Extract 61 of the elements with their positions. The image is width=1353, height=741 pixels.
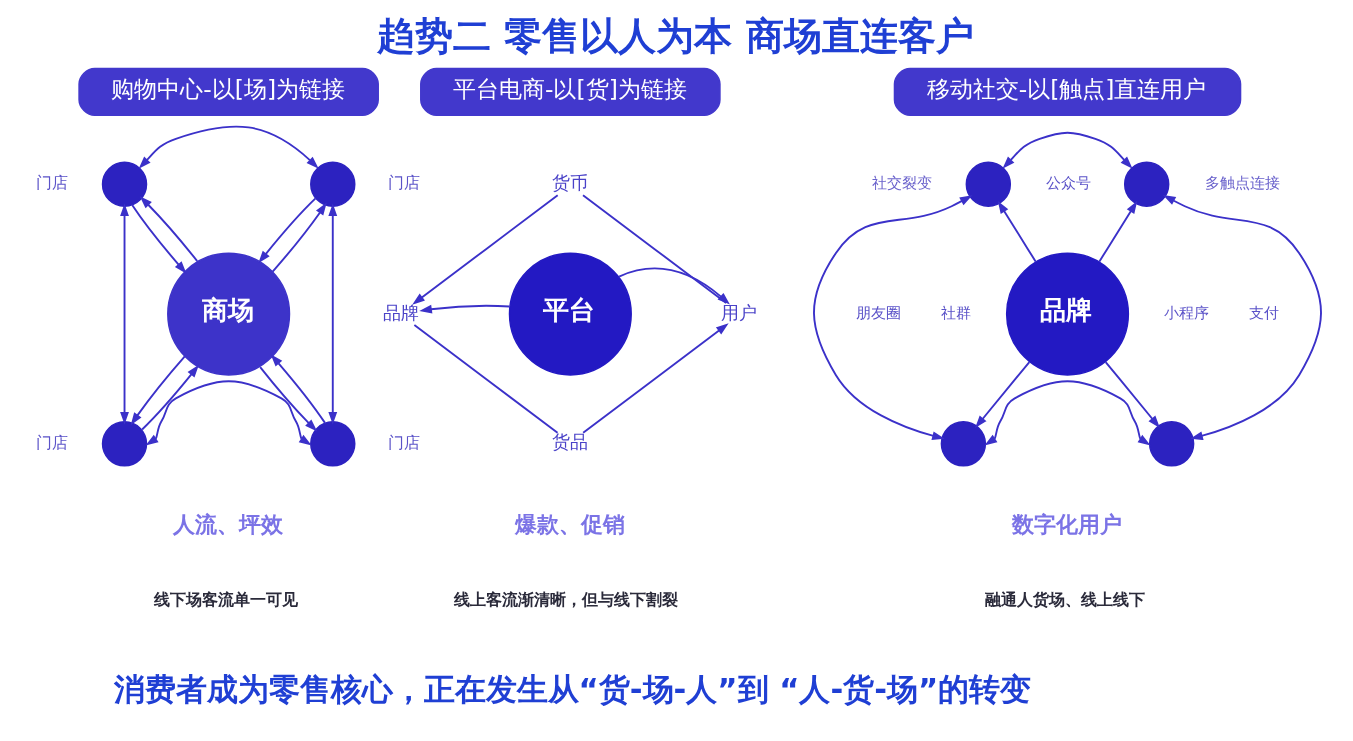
node-circle — [101, 161, 147, 207]
label: 公众号 — [1045, 173, 1091, 191]
label: 爆款、促销 — [514, 511, 625, 537]
arrow — [1097, 200, 1137, 263]
arrow — [411, 194, 559, 305]
node-circle — [965, 161, 1011, 207]
arrow — [140, 364, 199, 431]
node-circle: 平台 — [508, 252, 632, 376]
node-box: 购物中心-以[场]为链接 — [77, 67, 379, 117]
node-text: 货币 — [551, 172, 588, 193]
label: 线上客流渐清晰，但与线下割裂 — [454, 589, 678, 609]
label: 社群 — [940, 303, 971, 321]
node-circle — [1148, 421, 1194, 467]
label: 人流、坪效 — [172, 511, 283, 537]
arrow — [271, 202, 327, 273]
arrow — [119, 203, 129, 425]
label: 小程序 — [1163, 303, 1209, 321]
arrow — [257, 197, 316, 264]
arrow — [270, 354, 326, 424]
label: 融通人货场、线上线下 — [984, 589, 1145, 609]
node-circle — [940, 421, 986, 467]
arrow — [581, 323, 729, 434]
arrow — [983, 380, 1151, 446]
arrow — [258, 366, 317, 432]
arrow — [145, 380, 312, 446]
label: 社交裂变 — [871, 173, 932, 191]
node-label: 门店 — [387, 173, 420, 193]
label: 朋友圈 — [855, 303, 901, 321]
node-label: 门店 — [35, 432, 68, 452]
node-circle — [309, 421, 355, 467]
node-box: 平台电商-以[货]为链接 — [419, 67, 721, 117]
node-text: 货品 — [551, 432, 588, 453]
arrow — [418, 304, 510, 314]
connector — [412, 324, 558, 434]
label: 数字化用户 — [1011, 511, 1122, 537]
node-box: 移动社交-以[触点]直连用户 — [893, 67, 1241, 117]
connector — [581, 194, 727, 304]
node-label: 门店 — [35, 173, 68, 193]
node-text: 用户 — [720, 302, 757, 323]
arrow — [1104, 361, 1160, 429]
node-label: 门店 — [387, 432, 420, 452]
node-text: 品牌 — [382, 302, 419, 323]
node-circle — [101, 421, 147, 467]
arrow — [1162, 195, 1322, 441]
arrow — [130, 355, 186, 426]
arrow — [139, 196, 198, 263]
arrow — [138, 125, 319, 169]
arrow — [812, 195, 972, 441]
node-circle: 品牌 — [1005, 252, 1129, 376]
label: 支付 — [1248, 303, 1279, 321]
arrow — [130, 204, 186, 274]
arrow — [1001, 131, 1133, 169]
caption: 消费者成为零售核心，正在发生从“货-场-人”到 “人-货-场”的转变 — [113, 671, 1031, 708]
arrow — [327, 203, 337, 425]
label: 线下场客流单一可见 — [153, 589, 298, 609]
label: 多触点连接 — [1204, 173, 1280, 191]
arrow — [997, 200, 1037, 263]
node-circle — [1123, 161, 1169, 207]
diagram-title: 趋势二 零售以人为本 商场直连客户 — [376, 14, 974, 59]
node-circle — [309, 161, 355, 207]
arrow — [974, 361, 1030, 429]
